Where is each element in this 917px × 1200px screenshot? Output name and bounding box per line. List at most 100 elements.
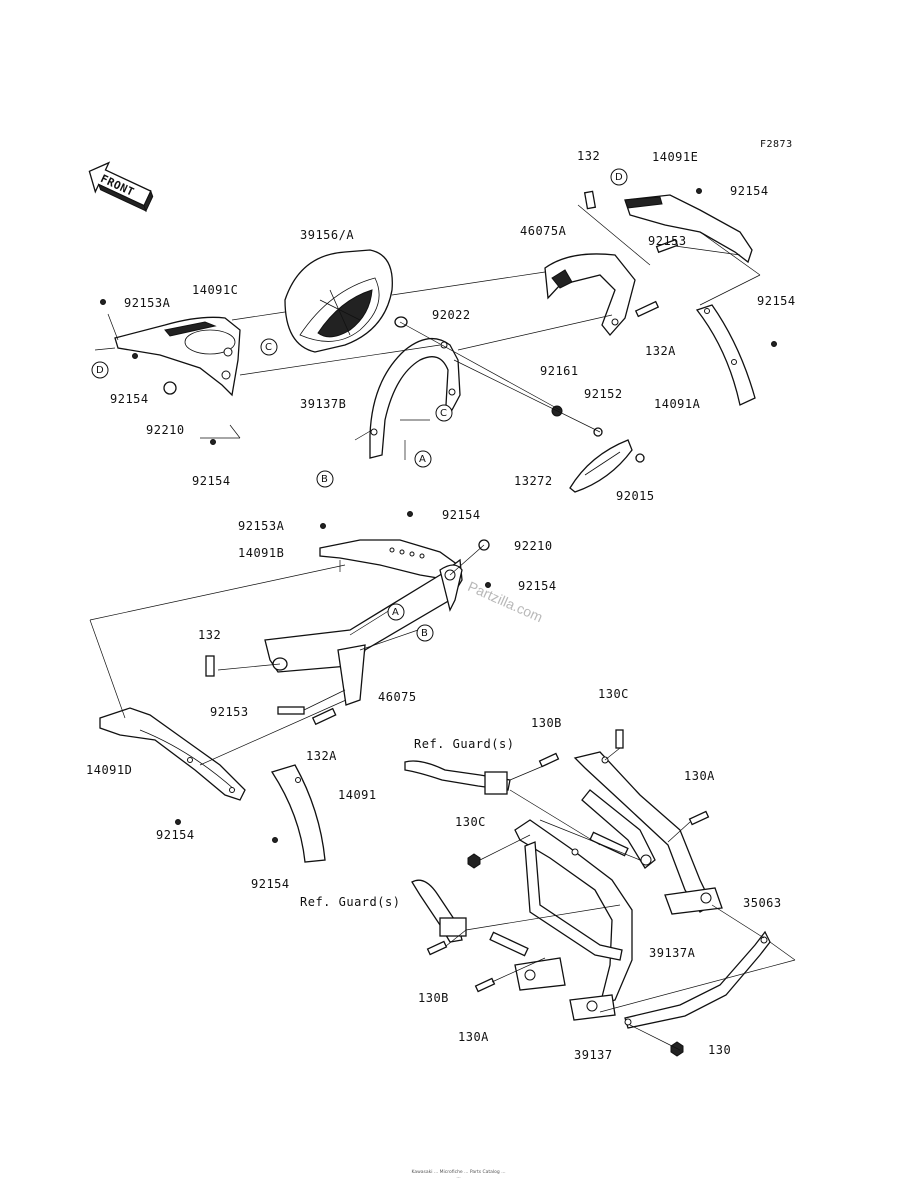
callout-circle-B-mid: [416, 624, 434, 642]
screw-92154-mid: [407, 511, 413, 517]
label-130A-low: 130A: [458, 1030, 489, 1044]
cover-14091B: [319, 539, 459, 581]
bolt-130B-top: [538, 752, 560, 768]
label-130A-right: 130A: [684, 769, 715, 783]
screw-92154-tr: [696, 188, 702, 194]
bolt-132A-top: [634, 300, 660, 318]
screw-92154-left: [132, 353, 138, 359]
label-92015: 92015: [616, 489, 655, 503]
screw-92154-r2: [771, 341, 777, 347]
label-92210-left: 92210: [146, 423, 185, 437]
seat-pad-39156: [284, 249, 393, 353]
label-92022: 92022: [432, 308, 471, 322]
figure-code: F2873: [760, 139, 793, 150]
label-39137A: 39137A: [649, 946, 696, 960]
screw-92153A-mid: [320, 523, 326, 529]
label-39137B: 39137B: [300, 397, 347, 411]
label-14091E: 14091E: [652, 150, 699, 164]
callout-B-mid: B: [421, 628, 429, 639]
screw-92154-mid2: [485, 582, 491, 588]
guard-frame-39137: [514, 819, 633, 1021]
callout-circle-C-mid: [435, 404, 453, 422]
label-132A-mid: 132A: [306, 749, 337, 763]
footer-line-1: Kawasaki ... Microfiche ... Parts Catalo…: [411, 1170, 506, 1175]
callout-B-top: B: [321, 474, 329, 485]
ref-guard-label-2: Ref. Guard(s): [300, 895, 401, 909]
nut-130C-mid: [467, 853, 481, 869]
screw-92153A-left: [100, 299, 106, 305]
cover-14091D: [99, 707, 246, 801]
label-14091B: 14091B: [238, 546, 285, 560]
bracket-46075A: [544, 253, 636, 337]
callout-circle-D-left: [91, 361, 109, 379]
label-92210-mid: 92210: [514, 539, 553, 553]
label-130C-top: 130C: [598, 687, 629, 701]
cover-14091E: [624, 194, 753, 264]
label-39137: 39137: [574, 1048, 613, 1062]
bolt-130A-low: [474, 977, 496, 993]
label-92154-left: 92154: [110, 392, 149, 406]
label-132-mid: 132: [198, 628, 222, 642]
stay-35063: [624, 930, 771, 1029]
label-92154-mid: 92154: [442, 508, 481, 522]
callout-A-top: A: [419, 454, 427, 465]
callout-D-left: D: [96, 365, 105, 376]
label-130B-top: 130B: [531, 716, 562, 730]
label-92153-top: 92153: [648, 234, 687, 248]
label-14091: 14091: [338, 788, 377, 802]
front-arrow-icon: [88, 161, 154, 213]
pipe-spacer-upper: [589, 831, 629, 857]
bolt-132-mid: [205, 655, 215, 677]
label-14091D: 14091D: [86, 763, 133, 777]
label-92154-r2: 92154: [757, 294, 796, 308]
label-92153-mid: 92153: [210, 705, 249, 719]
grommet-92022: [394, 316, 408, 328]
label-46075: 46075: [378, 690, 417, 704]
label-46075A: 46075A: [520, 224, 567, 238]
label-92153A-left: 92153A: [124, 296, 171, 310]
bolt-130B-low: [426, 940, 448, 956]
guard-bracket-39137A: [573, 751, 723, 915]
label-92154-low2: 92154: [251, 877, 290, 891]
label-35063: 35063: [743, 896, 782, 910]
label-13272: 13272: [514, 474, 553, 488]
callout-C-mid: C: [440, 408, 448, 419]
label-92154-mid2: 92154: [518, 579, 557, 593]
washer-92152: [593, 427, 603, 437]
guard-pipe-upper: [404, 760, 511, 795]
callout-circle-D-top: [610, 168, 628, 186]
cover-14091A: [695, 304, 756, 406]
callout-circle-A-top: [414, 450, 432, 468]
ref-guard-label-1: Ref. Guard(s): [414, 737, 515, 751]
label-14091C: 14091C: [192, 283, 239, 297]
callout-D-top: D: [615, 172, 624, 183]
callout-circle-B-top: [316, 470, 334, 488]
bolt-132-top: [583, 190, 597, 210]
emblem-13272: [569, 439, 633, 493]
footer-line-2: ...: [456, 1175, 461, 1180]
label-92154-tr: 92154: [730, 184, 769, 198]
grommet-92015: [635, 453, 645, 463]
label-130: 130: [708, 1043, 732, 1057]
nut-130: [670, 1041, 684, 1057]
leader-lines-top: [94, 204, 761, 460]
callout-circle-C-left: [260, 338, 278, 356]
screw-92154-low2: [272, 837, 278, 843]
cover-14091C: [114, 316, 241, 397]
label-130C-mid: 130C: [455, 815, 486, 829]
label-92153A-mid: 92153A: [238, 519, 285, 533]
footer-copyright: Kawasaki ... Microfiche ... Parts Catalo…: [0, 1170, 917, 1180]
label-14091A: 14091A: [654, 397, 701, 411]
screw-92154-low: [175, 819, 181, 825]
pipe-spacer-lower: [489, 931, 529, 957]
callout-A-mid: A: [392, 607, 400, 618]
label-130B-low: 130B: [418, 991, 449, 1005]
label-132A-top: 132A: [645, 344, 676, 358]
backrest-frame-39137B: [369, 338, 461, 459]
bolt-132A-mid: [311, 707, 337, 726]
cover-14091: [270, 764, 326, 863]
screw-92154-left2: [210, 439, 216, 445]
bolt-130A-right: [688, 810, 710, 826]
leader-lines-mid: [89, 544, 485, 766]
